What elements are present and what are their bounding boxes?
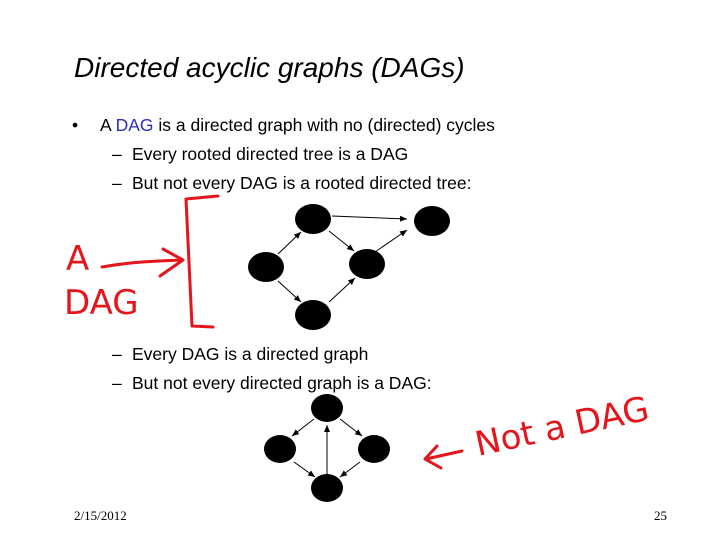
slide-title: Directed acyclic graphs (DAGs) xyxy=(74,52,465,83)
graph-node xyxy=(264,435,296,463)
dag-edge xyxy=(277,231,302,255)
graph-node xyxy=(311,474,343,502)
sub-bullet-2: –But not every DAG is a rooted directed … xyxy=(112,173,471,194)
dag-node xyxy=(295,204,331,234)
handwritten-annotation-dag: A DAG xyxy=(64,194,220,329)
dash-marker: – xyxy=(112,344,122,364)
bullet-prefix: A xyxy=(100,115,116,135)
sub-bullet-3-text: Every DAG is a directed graph xyxy=(132,344,369,364)
annotation-left-arrowhead-icon xyxy=(423,444,443,470)
dag-node xyxy=(414,206,450,236)
dag-diagram xyxy=(248,204,450,330)
graph-node xyxy=(358,435,390,463)
sub-bullet-3: –Every DAG is a directed graph xyxy=(112,344,368,365)
sub-bullet-2-text: But not every DAG is a rooted directed t… xyxy=(132,173,472,193)
dag-edge xyxy=(331,215,408,222)
dag-edge xyxy=(374,229,408,253)
cyclic-graph-diagram xyxy=(264,394,390,502)
dag-node xyxy=(248,252,284,282)
annotation-bracket-icon xyxy=(184,194,220,329)
graph-edge xyxy=(339,461,361,478)
dash-marker: – xyxy=(112,373,122,393)
sub-bullet-4-text: But not every directed graph is a DAG: xyxy=(132,373,432,393)
graph-node xyxy=(311,394,343,422)
sub-bullet-4: –But not every directed graph is a DAG: xyxy=(112,373,432,394)
dag-term: DAG xyxy=(115,115,154,135)
bullet-rest: is a directed graph with no (directed) c… xyxy=(153,115,495,135)
graph-edge xyxy=(291,418,315,437)
slide-date: 2/15/2012 xyxy=(74,508,127,523)
dash-marker: – xyxy=(112,173,122,193)
sub-bullet-1-text: Every rooted directed tree is a DAG xyxy=(132,144,409,164)
dag-edge xyxy=(277,280,302,303)
bullet-dot: • xyxy=(72,115,79,135)
graph-edge xyxy=(293,461,316,478)
annotation-not-a-dag: Not a DAG xyxy=(472,389,653,465)
dag-edge xyxy=(328,277,356,303)
annotation-arrowhead-icon xyxy=(158,247,185,278)
annotation-dag: DAG xyxy=(64,283,139,323)
annotation-a: A xyxy=(66,239,89,279)
graph-edge xyxy=(339,418,363,437)
dag-node xyxy=(349,249,385,279)
bullet-dag-definition: • A DAG is a directed graph with no (dire… xyxy=(72,115,495,136)
page-number: 25 xyxy=(654,508,667,523)
handwritten-annotation-not-dag: Not a DAG xyxy=(423,389,653,470)
dag-node xyxy=(295,300,331,330)
dash-marker: – xyxy=(112,144,122,164)
dag-edge xyxy=(328,230,355,252)
annotation-arrow-icon xyxy=(100,258,184,269)
annotation-left-arrow-icon xyxy=(424,449,464,461)
sub-bullet-1: –Every rooted directed tree is a DAG xyxy=(112,144,408,165)
